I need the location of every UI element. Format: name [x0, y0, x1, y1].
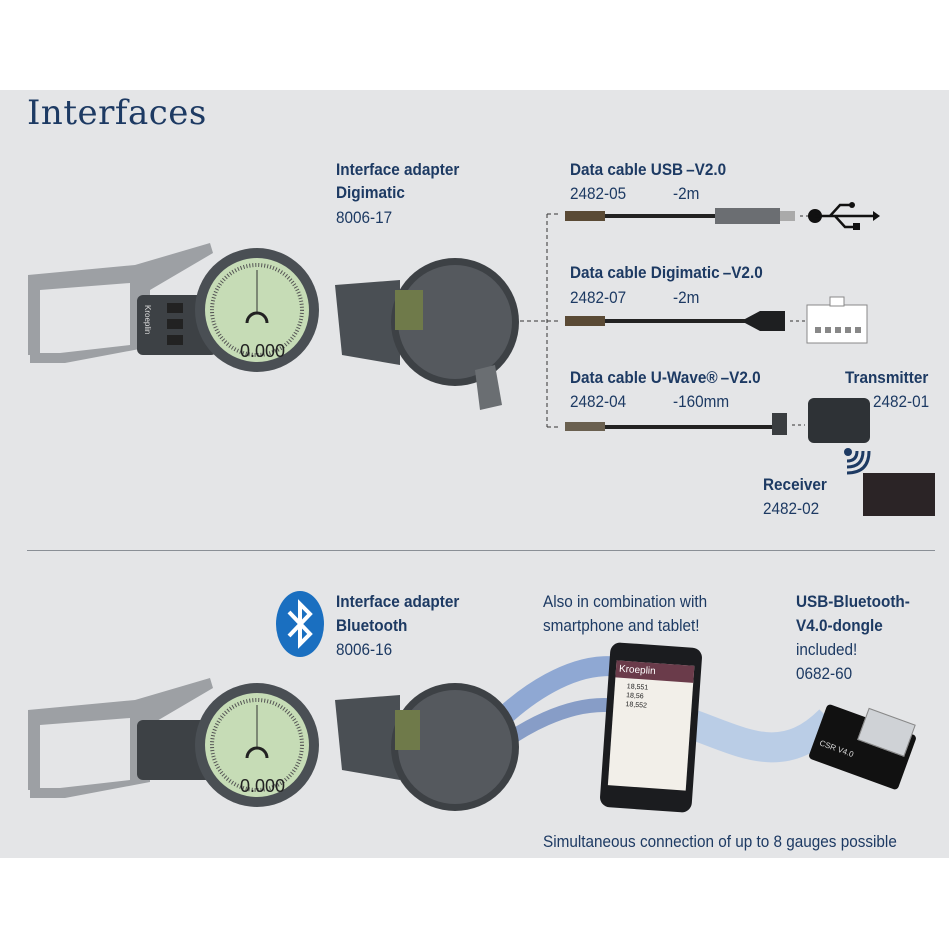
bluetooth-adapter-label-2: Bluetooth: [336, 616, 408, 635]
cable-uwave-length: -160mm: [673, 392, 730, 411]
smartphone: Kroeplin 18,551 18,56 18,552: [599, 641, 703, 814]
digimatic-adapter-label-1: Interface adapter: [336, 160, 460, 179]
caliper-gauge-bottom: 0.000: [28, 678, 319, 807]
bluetooth-adapter-code: 8006-16: [336, 640, 393, 659]
smartphone-note-2: smartphone and tablet!: [543, 616, 700, 635]
dongle-chip-label: CSR V4.0: [818, 738, 855, 760]
smartphone-note-1: Also in combination with: [543, 592, 708, 611]
bluetooth-adapter-label-1: Interface adapter: [336, 592, 460, 611]
digimatic-adapter-label-2: Digimatic: [336, 183, 405, 202]
digimatic-cable-image: [565, 311, 805, 331]
wireless-signal-icon: [844, 448, 871, 475]
gauge-brand: Kroeplin: [143, 305, 152, 334]
cable-digimatic-length: -2m: [673, 288, 700, 307]
gauge-reading: 0.000: [240, 341, 285, 361]
receiver-code: 2482-02: [763, 499, 820, 518]
gauge-reading: 0.000: [240, 776, 285, 796]
cable-uwave-name: Data cable U-Wave® –V2.0: [570, 368, 761, 387]
dongle-label-3: included!: [796, 640, 858, 659]
receiver-label: Receiver: [763, 475, 827, 494]
cable-digimatic-code: 2482-07: [570, 288, 627, 307]
cable-usb-name: Data cable USB –V2.0: [570, 160, 727, 179]
bluetooth-icon: [276, 591, 324, 657]
connection-lines: [520, 213, 560, 428]
digimatic-connector-icon: [806, 296, 868, 344]
cable-uwave-code: 2482-04: [570, 392, 627, 411]
digimatic-adapter-image: [335, 258, 519, 410]
dongle-label-1: USB-Bluetooth-: [796, 592, 910, 611]
digimatic-adapter-code: 8006-17: [336, 208, 393, 227]
page-title: Interfaces: [27, 93, 207, 133]
transmitter-device: [808, 398, 870, 443]
caliper-gauge-top: Kroeplin 0.000: [28, 243, 319, 372]
bluetooth-adapter-image: [335, 683, 519, 811]
cable-digimatic-name: Data cable Digimatic –V2.0: [570, 263, 763, 282]
usb-icon: [808, 202, 880, 230]
cable-usb-length: -2m: [673, 184, 700, 203]
footer-note: Simultaneous connection of up to 8 gauge…: [543, 832, 897, 851]
dongle-code: 0682-60: [796, 664, 853, 683]
cable-usb-code: 2482-05: [570, 184, 627, 203]
transmitter-code: 2482-01: [873, 392, 930, 411]
receiver-device: [863, 473, 935, 516]
transmitter-label: Transmitter: [845, 368, 929, 387]
section-divider: [27, 550, 935, 551]
dongle-label-2: V4.0-dongle: [796, 616, 883, 635]
uwave-cable-image: [565, 413, 805, 435]
